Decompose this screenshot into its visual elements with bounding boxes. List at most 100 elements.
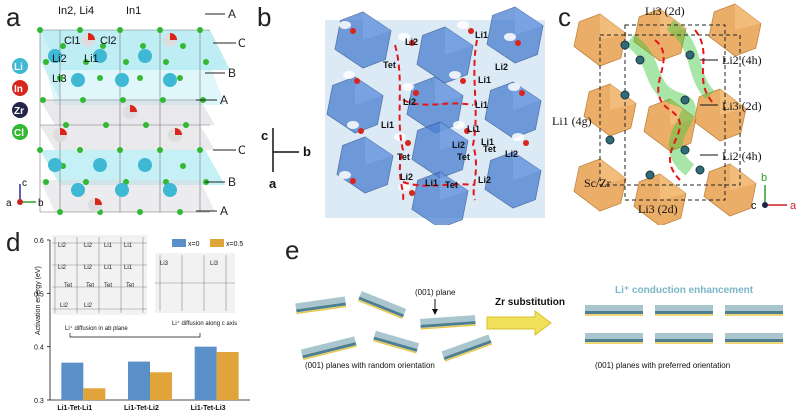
- li-atom: [620, 90, 630, 100]
- li-atom: [163, 183, 177, 197]
- inset-label: Tet: [104, 283, 112, 289]
- site-label: Li2: [405, 37, 418, 47]
- density-blob: [508, 83, 520, 91]
- site-label: Tet: [397, 152, 410, 162]
- legend-cl: Cl: [14, 128, 24, 139]
- cl-atom: [140, 43, 146, 49]
- density-blob: [402, 83, 414, 91]
- li-atom: [48, 158, 62, 172]
- x-tick-label: Li1-Tet-Li3: [191, 405, 226, 412]
- in-atom: [413, 90, 419, 96]
- bar: [61, 362, 84, 400]
- in-atom: [405, 140, 411, 146]
- octahedron-face: [730, 164, 756, 190]
- layer-letter: C: [238, 36, 245, 50]
- site-label: Li3 (2d): [722, 99, 762, 113]
- y-axis-label: Activation energy (eV): [35, 266, 42, 335]
- li-atom: [71, 73, 85, 87]
- li-atom: [138, 49, 152, 63]
- panel-e-diagram: (001) plane Zr substitution Li⁺ conducti…: [295, 285, 783, 370]
- plane-slab: [655, 305, 713, 316]
- plane-slab: [372, 330, 420, 354]
- li-atom: [71, 183, 85, 197]
- svg-text:a: a: [790, 200, 797, 212]
- in-atom: [460, 78, 466, 84]
- li-atom: [163, 73, 177, 87]
- cl-atom: [37, 27, 43, 33]
- panel-b-structure: Li2Li1TetLi2Li1Li2Li1Li1TetLi1TetLi2TetL…: [261, 6, 545, 225]
- svg-text:c: c: [751, 200, 757, 212]
- li-atom: [635, 55, 645, 65]
- atom-label: Cl1: [64, 35, 81, 47]
- svg-text:a: a: [6, 198, 12, 209]
- cl-atom: [60, 43, 66, 49]
- cl-atom: [80, 97, 86, 103]
- inset-label: Tet: [64, 283, 72, 289]
- zr-legend-icon: [12, 102, 28, 118]
- legend-zr: Zr: [14, 106, 24, 117]
- cl-atom: [63, 122, 69, 128]
- density-blob: [457, 21, 469, 29]
- cl-atom: [197, 27, 203, 33]
- octahedron-face: [660, 9, 686, 35]
- density-blob: [398, 33, 410, 41]
- cl-legend-icon: [12, 124, 28, 140]
- plane-slab: [725, 333, 783, 344]
- atom-label: Li2: [52, 53, 67, 65]
- site-label: Li1: [425, 178, 438, 188]
- octahedron-face: [513, 82, 541, 110]
- density-blob: [343, 71, 355, 79]
- density-blob: [339, 171, 351, 179]
- octahedron-face: [670, 99, 696, 125]
- li-atom: [138, 158, 152, 172]
- site-label: Sc/Zr: [584, 176, 611, 190]
- site-label: Li2: [495, 62, 508, 72]
- y-tick-label: 0.3: [34, 398, 44, 405]
- cl-atom: [180, 43, 186, 49]
- axes-icon: b c a: [751, 172, 797, 212]
- svg-text:b: b: [38, 198, 44, 209]
- panel-a-structure: A C B A C B A In2, Li4 In1 Cl1 Cl2 Li2 L…: [6, 5, 245, 218]
- cl-atom: [137, 75, 143, 81]
- cl-atom: [100, 43, 106, 49]
- site-label: Li2: [452, 140, 465, 150]
- inset-label: Li1: [124, 243, 133, 249]
- li-atom: [115, 183, 129, 197]
- density-isosurface: [625, 34, 696, 176]
- svg-text:b: b: [303, 144, 311, 159]
- in-occupancy: [170, 33, 177, 40]
- in-occupancy: [60, 128, 67, 135]
- chart-legend: x=0 x=0.5: [172, 239, 243, 248]
- inset-label: Li2: [58, 265, 67, 271]
- li-legend-icon: [12, 58, 28, 74]
- cl-atom: [103, 122, 109, 128]
- panel-a: a A C B A C B A In2, Li4: [0, 0, 245, 225]
- inset-label: Li2: [58, 243, 67, 249]
- cl-atom: [43, 179, 49, 185]
- axes-icon: c a b: [6, 178, 44, 209]
- li-atom: [645, 170, 655, 180]
- li-atom: [620, 40, 630, 50]
- y-tick-label: 0.5: [34, 291, 44, 298]
- caption-right: (001) planes with preferred orientation: [595, 361, 730, 370]
- atom-label: In2, Li4: [58, 5, 94, 17]
- svg-text:c: c: [261, 128, 268, 143]
- panel-c-label: c: [558, 2, 571, 32]
- cl-atom: [120, 97, 126, 103]
- plane-slab: [295, 296, 347, 315]
- cl-atom: [97, 75, 103, 81]
- site-label: Li3 (2d): [645, 4, 685, 18]
- site-label: Li1: [475, 30, 488, 40]
- atom-label: Li3: [52, 73, 67, 85]
- density-blob: [339, 21, 351, 29]
- panel-c-structure: Li3 (2d) Li2 (4h) Li3 (2d) Li1 (4g) Li2 …: [552, 3, 797, 225]
- site-label: Li1 (4g): [552, 114, 592, 128]
- cl-atom: [160, 97, 166, 103]
- octahedron-face: [660, 174, 686, 200]
- y-tick-label: 0.4: [34, 345, 44, 352]
- panel-a-label: a: [6, 2, 21, 32]
- in-atom: [358, 128, 364, 134]
- inset-label: Tet: [126, 283, 134, 289]
- cl-atom: [40, 97, 46, 103]
- cl-atom: [77, 147, 83, 153]
